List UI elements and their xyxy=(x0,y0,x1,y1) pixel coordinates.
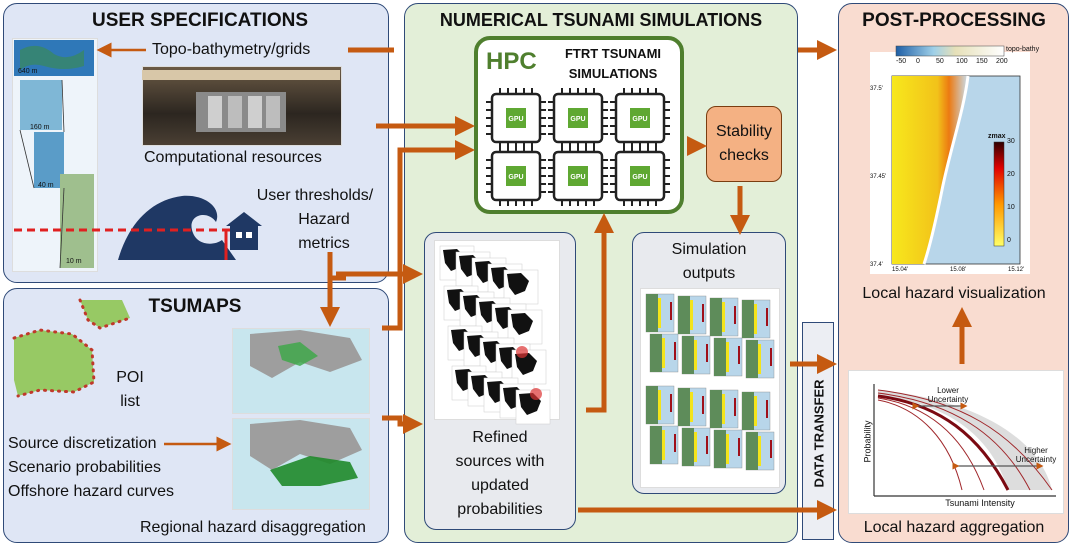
topo-bathymetry-label: Topo-bathymetry/grids xyxy=(152,41,311,58)
tick-label: 10 xyxy=(1007,204,1015,211)
tick-label: 0 xyxy=(916,58,920,65)
ftrt-label-2: SIMULATIONS xyxy=(568,66,658,81)
higher-uncertainty-label: Higher xyxy=(1024,446,1048,455)
scenario-probabilities-label: Scenario probabilities xyxy=(8,459,161,476)
grid-label-40: 40 m xyxy=(38,182,54,189)
gpu-label: GPU xyxy=(632,116,647,123)
ftrt-label-1: FTRT TSUNAMI xyxy=(564,46,662,61)
local-hazard-aggregation-label: Local hazard aggregation xyxy=(863,519,1045,536)
gpu-label: GPU xyxy=(508,174,523,181)
gpu-chip: GPU xyxy=(486,146,546,206)
gpu-label: GPU xyxy=(632,174,647,181)
stability-label-1: Stability xyxy=(715,123,773,140)
gpu-label: GPU xyxy=(508,116,523,123)
refined-source-thumbnails xyxy=(439,245,551,425)
lower-uncertainty-label-2: Uncertainty xyxy=(927,395,969,404)
gpu-chip: GPU xyxy=(548,88,608,148)
gpu-label: GPU xyxy=(570,174,585,181)
gpu-chip: GPU xyxy=(610,88,670,148)
grid-label-640: 640 m xyxy=(18,68,38,75)
local-hazard-map xyxy=(891,45,1021,265)
zmax-label: zmax xyxy=(988,133,1006,140)
simulation-outputs-label-2: outputs xyxy=(682,265,736,282)
tsunami-intensity-label: Tsunami Intensity xyxy=(945,498,1015,508)
user-specifications-title: USER SPECIFICATIONS xyxy=(91,10,309,31)
tick-label: 15.04' xyxy=(892,267,909,273)
refined-label-1: Refined xyxy=(472,429,528,446)
stability-checks-box xyxy=(706,106,782,182)
stability-label-2: checks xyxy=(719,147,769,164)
tick-label: 37.5' xyxy=(870,86,883,92)
refined-label-2: sources with xyxy=(455,453,545,470)
hpc-label: HPC xyxy=(486,48,537,75)
grid-label-160: 160 m xyxy=(30,124,50,131)
metrics-label: metrics xyxy=(298,235,350,252)
tsumaps-maps xyxy=(250,330,362,486)
simulation-outputs-label-1: Simulation xyxy=(671,241,747,258)
data-transfer-label: DATA TRANSFER xyxy=(811,379,827,488)
grid-label-10: 10 m xyxy=(66,258,82,265)
wave-house-illustration xyxy=(14,195,262,260)
tick-label: 150 xyxy=(976,58,988,65)
tick-label: 20 xyxy=(1007,171,1015,178)
gpu-label: GPU xyxy=(570,116,585,123)
user-thresholds-label: User thresholds/ xyxy=(256,187,374,204)
tick-label: 15.12' xyxy=(1008,267,1025,273)
tick-label: 15.08' xyxy=(950,267,967,273)
source-discretization-label: Source discretization xyxy=(8,435,157,452)
refined-label-3: updated xyxy=(471,477,529,494)
tick-label: 200 xyxy=(996,58,1008,65)
probability-label: Probability xyxy=(862,420,873,463)
local-hazard-visualization-label: Local hazard visualization xyxy=(862,285,1046,302)
refined-label-4: probabilities xyxy=(457,501,543,518)
tick-label: 37.45' xyxy=(870,174,887,180)
topo-colorbar-label: topo-bathy xyxy=(1006,46,1040,53)
gpu-chip: GPU xyxy=(610,146,670,206)
gpu-chip: GPU xyxy=(548,146,608,206)
hazard-label: Hazard xyxy=(298,211,350,228)
simulation-output-thumbnails xyxy=(645,293,775,471)
tick-label: -50 xyxy=(896,58,907,65)
higher-uncertainty-label-2: Uncertainty xyxy=(1015,455,1057,464)
gpu-chips: GPU GPU GPU GPU GPU GPU xyxy=(486,88,670,206)
supercomputer-detail xyxy=(142,70,340,132)
flow-arrows xyxy=(96,40,972,520)
lower-uncertainty-label: Lower xyxy=(937,386,959,395)
computational-resources-label: Computational resources xyxy=(144,149,322,166)
gpu-chip: GPU xyxy=(486,88,546,148)
numerical-simulations-title: NUMERICAL TSUNAMI SIMULATIONS xyxy=(439,10,763,30)
grid-nesting xyxy=(14,40,94,269)
regional-hazard-label: Regional hazard disaggregation xyxy=(140,519,366,536)
hazard-curves xyxy=(873,384,1056,497)
offshore-hazard-curves-label: Offshore hazard curves xyxy=(8,483,175,500)
poi-map xyxy=(12,298,132,398)
tick-label: 50 xyxy=(936,58,944,65)
tick-label: 0 xyxy=(1007,237,1011,244)
tick-label: 37.4' xyxy=(870,262,883,268)
poi-label: POI xyxy=(116,369,144,386)
tsumaps-title: TSUMAPS xyxy=(148,296,242,317)
tick-label: 30 xyxy=(1007,138,1015,145)
post-processing-title: POST-PROCESSING xyxy=(862,10,1046,31)
list-label: list xyxy=(120,393,140,410)
tick-label: 100 xyxy=(956,58,968,65)
